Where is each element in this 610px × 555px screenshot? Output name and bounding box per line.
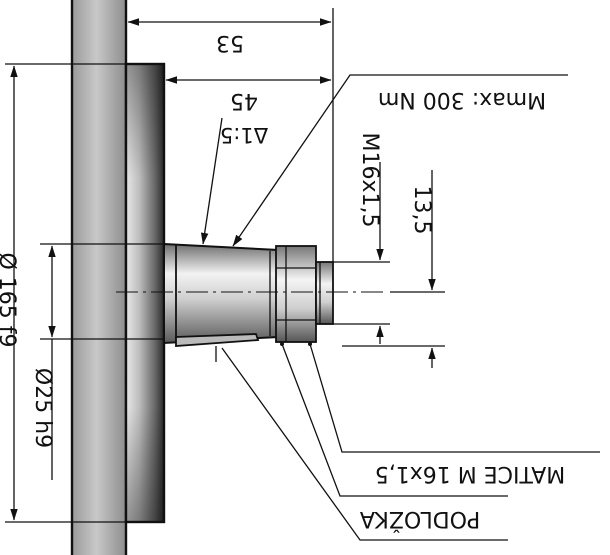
taper-annotation: Δ1:5 bbox=[220, 123, 268, 147]
torque-annotation: Mmax: 300 Nm bbox=[378, 87, 546, 112]
washer bbox=[175, 333, 260, 347]
dim-thread: M16x1,5 bbox=[357, 133, 382, 228]
dim-bore-diameter: Ø25 h9 bbox=[30, 368, 55, 448]
dim-step: 13,5 bbox=[409, 186, 434, 235]
washer-label: PODLOŽKA bbox=[360, 506, 480, 532]
nut bbox=[276, 246, 316, 342]
dim-overall-length: 53 bbox=[216, 30, 244, 55]
threaded-end bbox=[316, 262, 333, 324]
dim-outer-diameter: Ø 165 f9 bbox=[0, 252, 19, 347]
dim-shank-length: 45 bbox=[230, 88, 258, 113]
mounting-plate bbox=[72, 0, 126, 555]
nut-label: MATICE M 16x1,5 bbox=[375, 461, 565, 486]
tapered-collet bbox=[163, 242, 279, 345]
